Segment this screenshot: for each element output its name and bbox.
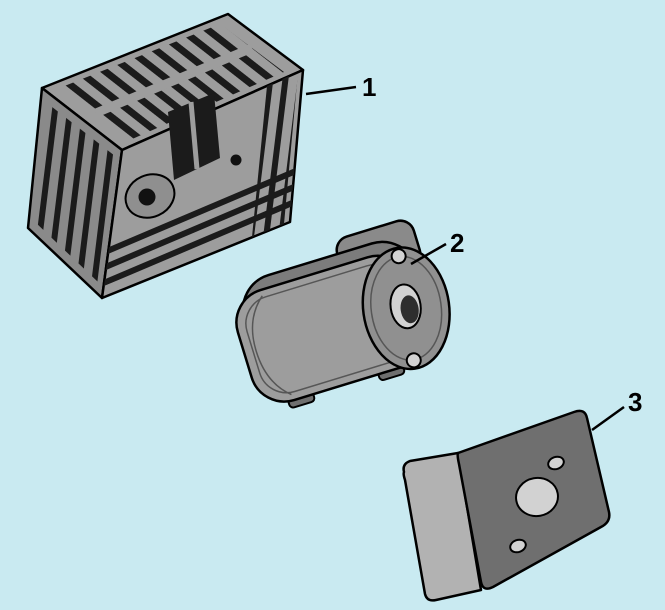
muffler-guard-illustration [26, 12, 305, 300]
callout-label-1: 1 [362, 72, 376, 102]
muffler-exhaust-port-shadow [400, 295, 419, 324]
callout-1: 1 [305, 72, 376, 102]
callout-3: 3 [591, 387, 642, 432]
plate-bolt-hole-top [547, 455, 565, 471]
callout-line-2 [410, 242, 447, 266]
callout-line-1 [305, 85, 357, 96]
mounting-plate-illustration [402, 409, 611, 602]
plate-bolt-hole-bottom [509, 538, 527, 554]
muffler-bolt-hole-bottom [405, 352, 422, 369]
guard-bottom-slots [104, 161, 295, 286]
callout-label-2: 2 [450, 228, 464, 258]
muffler-bolt-hole-top [390, 248, 407, 265]
guard-small-hole [230, 154, 242, 166]
plate-folded-edge [402, 451, 483, 602]
muffler-illustration [235, 219, 451, 409]
guard-opening-bar [188, 101, 200, 170]
guard-left-slats [35, 103, 115, 282]
guard-boss-hole [138, 188, 156, 206]
callout-2: 2 [410, 228, 464, 266]
plate-center-hole [515, 476, 559, 518]
callout-label-3: 3 [628, 387, 642, 417]
guard-top-rib [94, 43, 254, 118]
callout-line-3 [591, 405, 625, 432]
muffler-end-contour [251, 295, 292, 396]
